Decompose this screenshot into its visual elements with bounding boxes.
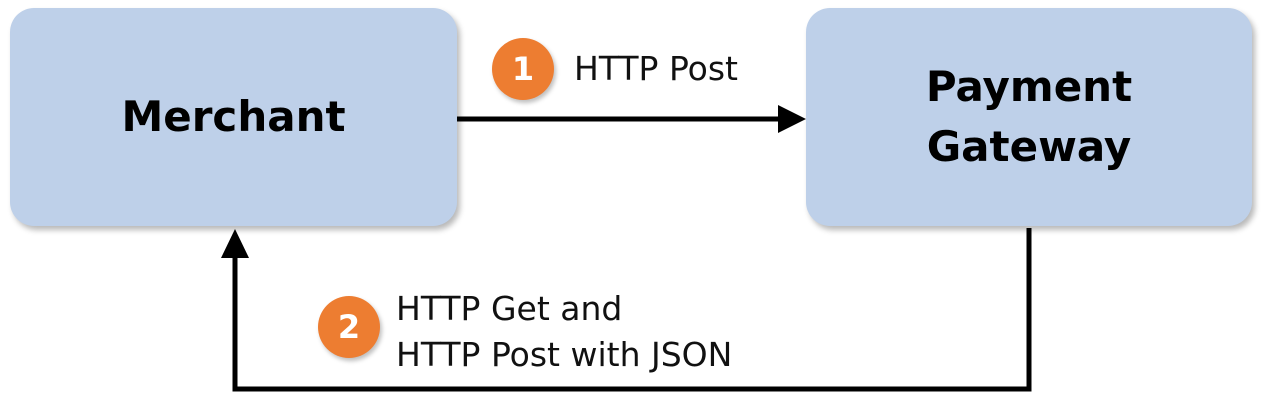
merchant-label: Merchant [121,92,346,141]
step-2-number: 2 [337,308,361,346]
step-2-label-line2: HTTP Post with JSON [396,335,733,374]
step-1-number: 1 [511,50,535,88]
gateway-label-line1: Payment [925,62,1133,111]
gateway-label-line2: Gateway [926,122,1132,171]
step-2-badge: 2 [318,296,380,358]
arrow-gateway-to-merchant [232,228,1032,392]
arrowhead-gateway [778,105,806,133]
merchant-node: Merchant [10,8,457,226]
arrowhead-merchant [221,229,249,258]
step-2-label: HTTP Get and HTTP Post with JSON [396,286,732,378]
step-1-badge: 1 [492,38,554,100]
step-1-label: HTTP Post [574,49,738,88]
payment-gateway-node: Payment Gateway [806,8,1252,226]
step-2-label-line1: HTTP Get and [396,289,623,328]
